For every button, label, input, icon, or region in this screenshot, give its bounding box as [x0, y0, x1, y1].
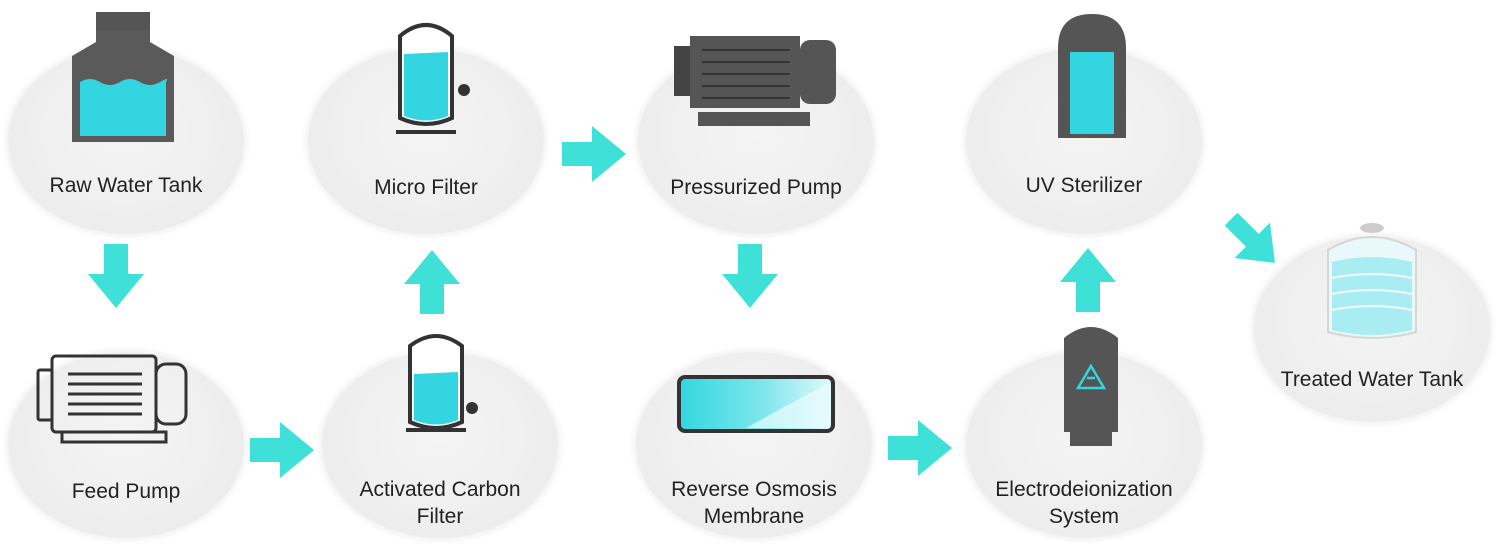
- arrow-right-micro-to-pressurized: [562, 126, 626, 182]
- reverse-osmosis-membrane-label: Reverse Osmosis Membrane: [671, 478, 837, 528]
- pressurized-pump-icon: [674, 36, 836, 126]
- electrodeionization-system-label: Electrodeionization System: [995, 478, 1173, 528]
- micro-filter-label: Micro Filter: [374, 176, 478, 199]
- micro-filter-icon: [396, 23, 470, 134]
- pressurized-pump-label: Pressurized Pump: [670, 176, 842, 199]
- raw-water-tank-icon: [72, 12, 174, 142]
- electrodeionization-system-icon: [1064, 327, 1118, 446]
- arrow-down-raw-to-feed: [88, 244, 144, 308]
- treated-water-tank-icon: [1327, 223, 1417, 339]
- arrow-right-feed-to-carbon: [250, 422, 314, 478]
- arrow-up-carbon-to-micro: [404, 250, 460, 314]
- activated-carbon-filter-icon: [406, 334, 478, 432]
- raw-water-tank-label: Raw Water Tank: [49, 174, 203, 197]
- feed-pump-icon: [36, 354, 188, 444]
- arrow-up-edi-to-uv: [1060, 248, 1116, 312]
- uv-sterilizer-icon: [1058, 14, 1126, 138]
- treated-water-tank-label: Treated Water Tank: [1280, 368, 1464, 391]
- arrow-right-ro-to-edi: [888, 420, 952, 476]
- feed-pump-label: Feed Pump: [71, 480, 181, 503]
- arrow-diagonal-uv-to-treated: [1224, 212, 1275, 263]
- arrow-down-pressurized-to-ro: [722, 244, 778, 308]
- activated-carbon-filter-label: Activated Carbon Filter: [359, 478, 521, 528]
- uv-sterilizer-label: UV Sterilizer: [1025, 174, 1143, 197]
- reverse-osmosis-membrane-icon: [677, 375, 835, 433]
